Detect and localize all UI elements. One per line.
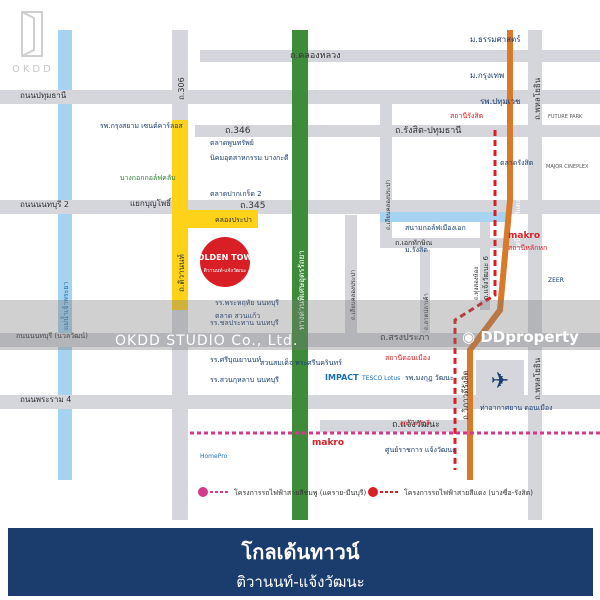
label-river: แม่น้ำเจ้าพระยา xyxy=(59,281,70,330)
place-makro2: makro xyxy=(312,438,344,448)
railway-line xyxy=(467,30,513,480)
golden-town-pin xyxy=(200,237,250,287)
place-laksi: สถานีหลักสี่ xyxy=(400,419,430,427)
place-talad-tawkaew: ตลาด สวนแก้ว xyxy=(215,312,260,320)
label-ekathong: ถ.เอกทักษิณ xyxy=(395,239,433,247)
road-local-2 xyxy=(345,215,357,335)
road-ekathong xyxy=(380,238,540,248)
okdd-watermark-logo: OKDD xyxy=(12,10,72,80)
label-local-2: ถ.เลียบคลองประปา xyxy=(349,270,357,320)
place-school-makut: รร.สวนกุหลาบ นนทบุรี xyxy=(210,376,279,384)
place-talad-rangsit: ตลาดรังสิต xyxy=(500,159,534,167)
place-donmuang-station: สถานีดอนเมือง xyxy=(385,354,430,362)
label-highway: ทางด่วนพิเศษอุดรรัถยา xyxy=(297,250,306,330)
okdd-door-icon xyxy=(21,11,43,57)
label-346: ถ.346 xyxy=(225,126,251,136)
place-future-park: FUTURE PARK xyxy=(548,114,583,120)
place-golf-bangkok: บางกอกกอล์ฟคลับ xyxy=(120,174,176,182)
label-345: ถ.345 xyxy=(240,201,266,211)
label-rangsit: ถ.รังสิต-ปทุมธานี xyxy=(395,125,461,136)
place-pharmacy-school: รร.พระหฤทัย นนทบุรี xyxy=(215,299,279,307)
place-rangsit-u: ม.รังสิต xyxy=(405,246,428,254)
place-rangsit-station: สถานีรังสิต xyxy=(450,112,484,120)
place-homepro: HomePro xyxy=(200,453,228,460)
label-pathum: ถนนปทุมธานี xyxy=(20,91,67,100)
label-khlong-rob: คลองประปา xyxy=(215,216,252,224)
road-local-1 xyxy=(380,100,392,240)
footer-subtitle: ติวานนท์-แจ้งวัฒนะ xyxy=(236,573,365,591)
place-major: MAJOR CINEPLEX xyxy=(546,164,589,170)
label-vibhavadi: ถ.วิภาวดีรังสิต xyxy=(461,370,470,420)
road-chaengwattana xyxy=(320,420,470,432)
watermark-text: OKDD STUDIO Co., Ltd. xyxy=(115,333,299,349)
place-pootaksin: ตลาดพูนทรัพย์ xyxy=(210,139,254,147)
label-songprapa-v: ถ.ทุ่งสองห้อง xyxy=(473,267,480,300)
label-khlong-luang: ถ.คลองหลวง xyxy=(290,51,341,61)
legend-pink-text: โครงการรถไฟฟ้าสายสีชมพู (แคราย-มีนบุรี) xyxy=(234,488,367,497)
place-impact: IMPACT xyxy=(325,373,359,382)
road-6 xyxy=(480,200,490,310)
label-tiwanon: ถ.ติวานนท์ xyxy=(176,254,186,292)
label-phahon2: ถ.พหลโยธิน xyxy=(532,357,542,400)
ddproperty-logo: ◉ DDproperty xyxy=(462,328,579,346)
place-airport: ท่าอากาศยาน ดอนเมือง xyxy=(480,404,553,412)
airport-box xyxy=(476,360,524,400)
label-local-1: ถ.เลียบคลองประปา xyxy=(384,180,392,230)
place-thammasat: ม.ธรรมศาสตร์ xyxy=(470,34,521,44)
label-chaengwattana: ถ.แจ้งวัฒนะ xyxy=(392,419,440,430)
place-zeer: ZEER xyxy=(548,277,564,284)
label-yaek: แยกบุญโพธิ์ xyxy=(130,197,172,208)
footer-banner: โกลเด้นทาวน์ ติวานนท์-แจ้งวัฒนะ xyxy=(8,528,593,596)
airport-icon: ✈ xyxy=(491,369,509,394)
place-thanarat: รร.ศรีบุณยานนท์ xyxy=(210,356,261,364)
footer-title: โกลเด้นทาวน์ xyxy=(241,540,360,564)
label-local-3: ถ.ลาดปลาเค้า xyxy=(423,293,430,330)
place-chonprathan: รร.ชลประทาน นนทบุรี xyxy=(210,319,279,327)
label-phahon: ถ.พหลโยธิน xyxy=(532,77,542,120)
label-306: ถ.306 xyxy=(177,77,186,100)
red-line xyxy=(453,130,497,470)
watermark-band xyxy=(0,300,600,350)
highway xyxy=(292,30,308,520)
place-laksi-station: สถานีหลักหก xyxy=(508,244,547,252)
label-songprapa: ถ.สรงประภา xyxy=(380,333,429,343)
label-nonthaburi1: ถนนนนทบุรี (นวลวัฒน์) xyxy=(16,332,88,340)
golden-town-name: GOLDEN TOWN xyxy=(191,253,259,262)
place-tesco: TESCO Lotus xyxy=(361,375,400,382)
place-krungthep-u: ม.กรุงเทพ xyxy=(470,71,504,80)
road-phahonyothin xyxy=(528,30,542,520)
place-golf-muangake: สนามกอล์ฟเมืองเอก xyxy=(405,224,466,232)
legend-red-text: โครงการรถไฟฟ้าสายสีแดง (บางซื่อ-รังสิต) xyxy=(404,488,533,497)
label-railway: ทางรถไฟสายเหนือ (สายสีแดง) xyxy=(513,196,522,290)
place-park-sueb: สวนสมเด็จ พระศรีนครินทร์ xyxy=(260,358,342,367)
place-pakkret2: ตลาดปากเกร็ด 2 xyxy=(210,189,262,198)
yellow-route-v xyxy=(172,120,188,310)
yellow-route-h xyxy=(188,210,258,228)
legend-pink-marker xyxy=(198,487,208,497)
ddproperty-icon: ◉ xyxy=(462,328,481,346)
okdd-logo-text: OKDD xyxy=(12,64,54,75)
label-nonthaburi2: ถนนนนทบุรี 2 xyxy=(20,200,69,209)
river xyxy=(58,30,72,480)
place-nikhom: นิคมอุตสาหกรรม บางกะดี xyxy=(210,154,289,162)
place-pathumvet: รพ.ปทุมเวช xyxy=(480,97,521,106)
label-rd6: ถ.แจ้งวัฒนะ 6 xyxy=(482,255,490,300)
canal-2 xyxy=(380,212,510,222)
location-map: ✈ ถนนปทุมธานี ถนนนนทบุรี 2 ถนนนนทบุรี (น… xyxy=(0,30,600,520)
label-rama4: ถนนพระราม 4 xyxy=(20,395,71,404)
place-krungsiam: รพ.กรุงสยาม เซนต์คาร์ลอส xyxy=(100,122,184,130)
ddproperty-text: DDproperty xyxy=(480,328,579,346)
place-mongkut: รพ.มงกุฎ วัฒนะ xyxy=(405,374,454,382)
legend-red-marker xyxy=(368,487,378,497)
golden-town-sub: ติวานนท์-แจ้งวัฒนะ xyxy=(204,267,247,274)
place-makro: makro xyxy=(508,231,540,241)
road-local-3 xyxy=(420,250,430,340)
place-center-gov: ศูนย์ราชการ แจ้งวัฒนะ xyxy=(385,446,456,454)
